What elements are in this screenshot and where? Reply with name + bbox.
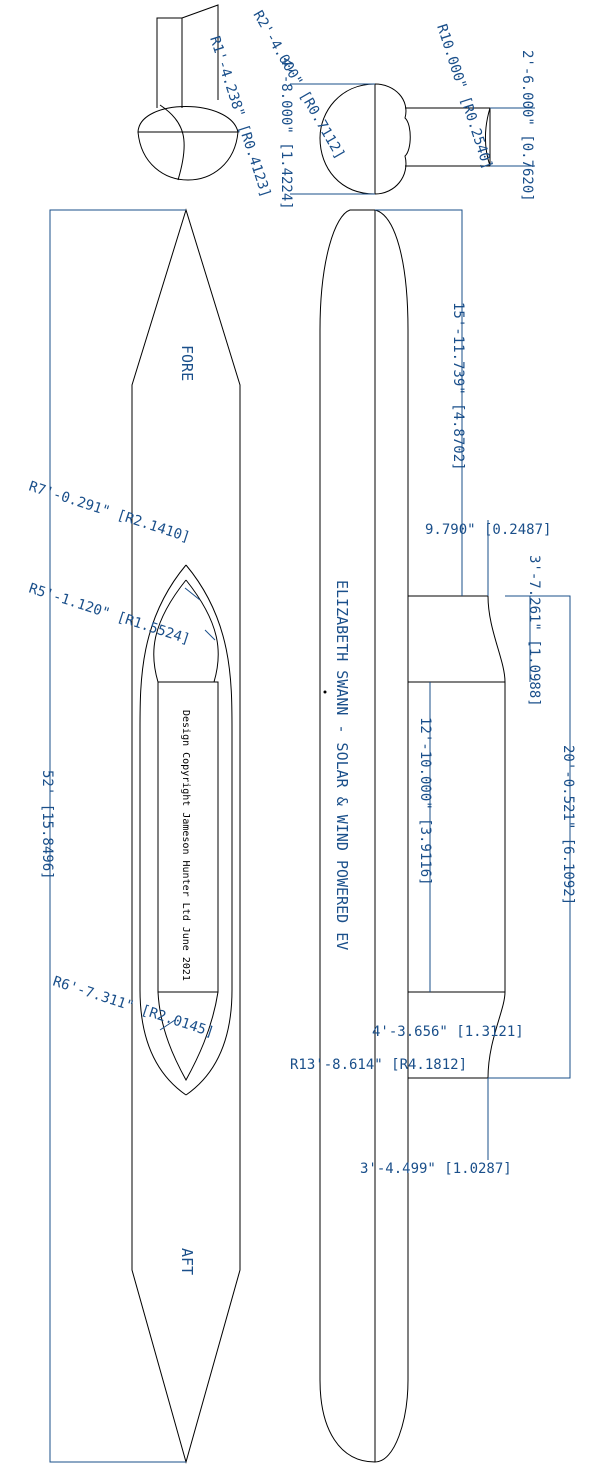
text-labels: FORE AFT ELIZABETH SWANN - SOLAR & WIND …: [27, 8, 576, 1275]
dim-label-aft-radius: R13'-8.614" [R4.1812]: [290, 1057, 467, 1073]
cabin-aft-arc: [157, 991, 219, 1082]
dimension-lines: [49, 83, 571, 1463]
copyright-text: Design Copyright Jameson Hunter Ltd June…: [180, 710, 191, 981]
dim-label-aft-width: 4'-3.656" [1.3121]: [372, 1024, 524, 1040]
section-curve: [159, 104, 185, 181]
dim-label-bow: 15'-11.739" [4.8702]: [450, 302, 466, 471]
cabin-panel: [157, 681, 219, 993]
cabin-outer-right: [185, 564, 233, 1096]
dim-r5-leader: [204, 629, 216, 641]
dim-label-side-radius: R10.000" [R0.2540]: [433, 22, 495, 171]
dim-r6-leader: [159, 1019, 176, 1031]
dim-pod-length: [488, 595, 571, 1079]
mast-left-bevel: [181, 4, 219, 100]
dim-label-r2: R2'-4.000" [R0.7112]: [250, 8, 348, 162]
pod-outline: [408, 595, 506, 1079]
section-deck: [137, 106, 239, 133]
label-fore: FORE: [178, 345, 196, 381]
dim-label-section-height: 4'-8.000" [1.4224]: [278, 58, 294, 210]
dim-label-midbody: 12'-10.000" [3.9116]: [417, 717, 433, 886]
hull-marker-dot: [323, 690, 327, 694]
dim-label-r5: R5'-1.120" [R1.5524]: [27, 581, 192, 648]
dim-r7-leader: [184, 587, 201, 601]
section-hull-bottom: [137, 131, 239, 181]
side-section-lobes: [374, 83, 411, 195]
dim-label-r1: R1'-4.238" [R0.4123]: [206, 34, 273, 199]
dim-label-r6: R6'-7.311" [R2.0145]: [51, 974, 216, 1041]
side-section-outline: [319, 83, 376, 195]
dim-length-overall: [49, 209, 186, 1463]
dim-bow: [375, 209, 463, 596]
dim-label-side-width: 2'-6.000" [0.7620]: [519, 50, 535, 202]
hull-side-view: [319, 209, 506, 1463]
cabin-outer-left: [139, 564, 187, 1096]
section-view-left: [137, 4, 239, 181]
mast-left: [156, 17, 183, 108]
label-aft: AFT: [178, 1248, 196, 1275]
side-section-beam: [405, 107, 491, 167]
dim-label-r7: R7'-0.291" [R2.1410]: [27, 479, 192, 546]
dim-label-step: 9.790" [0.2487]: [425, 522, 551, 538]
dim-label-pod-length: 20'-0.521" [6.1092]: [560, 745, 576, 905]
section-view-right: [319, 83, 491, 195]
side-section-beam-end: [485, 107, 491, 167]
cabin-fore-arc: [153, 579, 219, 683]
dim-label-aft-taper: 3'-4.499" [1.0287]: [360, 1161, 512, 1177]
vessel-title: ELIZABETH SWANN - SOLAR & WIND POWERED E…: [333, 580, 351, 950]
dim-label-length: 52' [15.8496]: [39, 770, 55, 880]
dim-label-fwd-taper: 3'-7.261" [1.0988]: [526, 555, 542, 707]
